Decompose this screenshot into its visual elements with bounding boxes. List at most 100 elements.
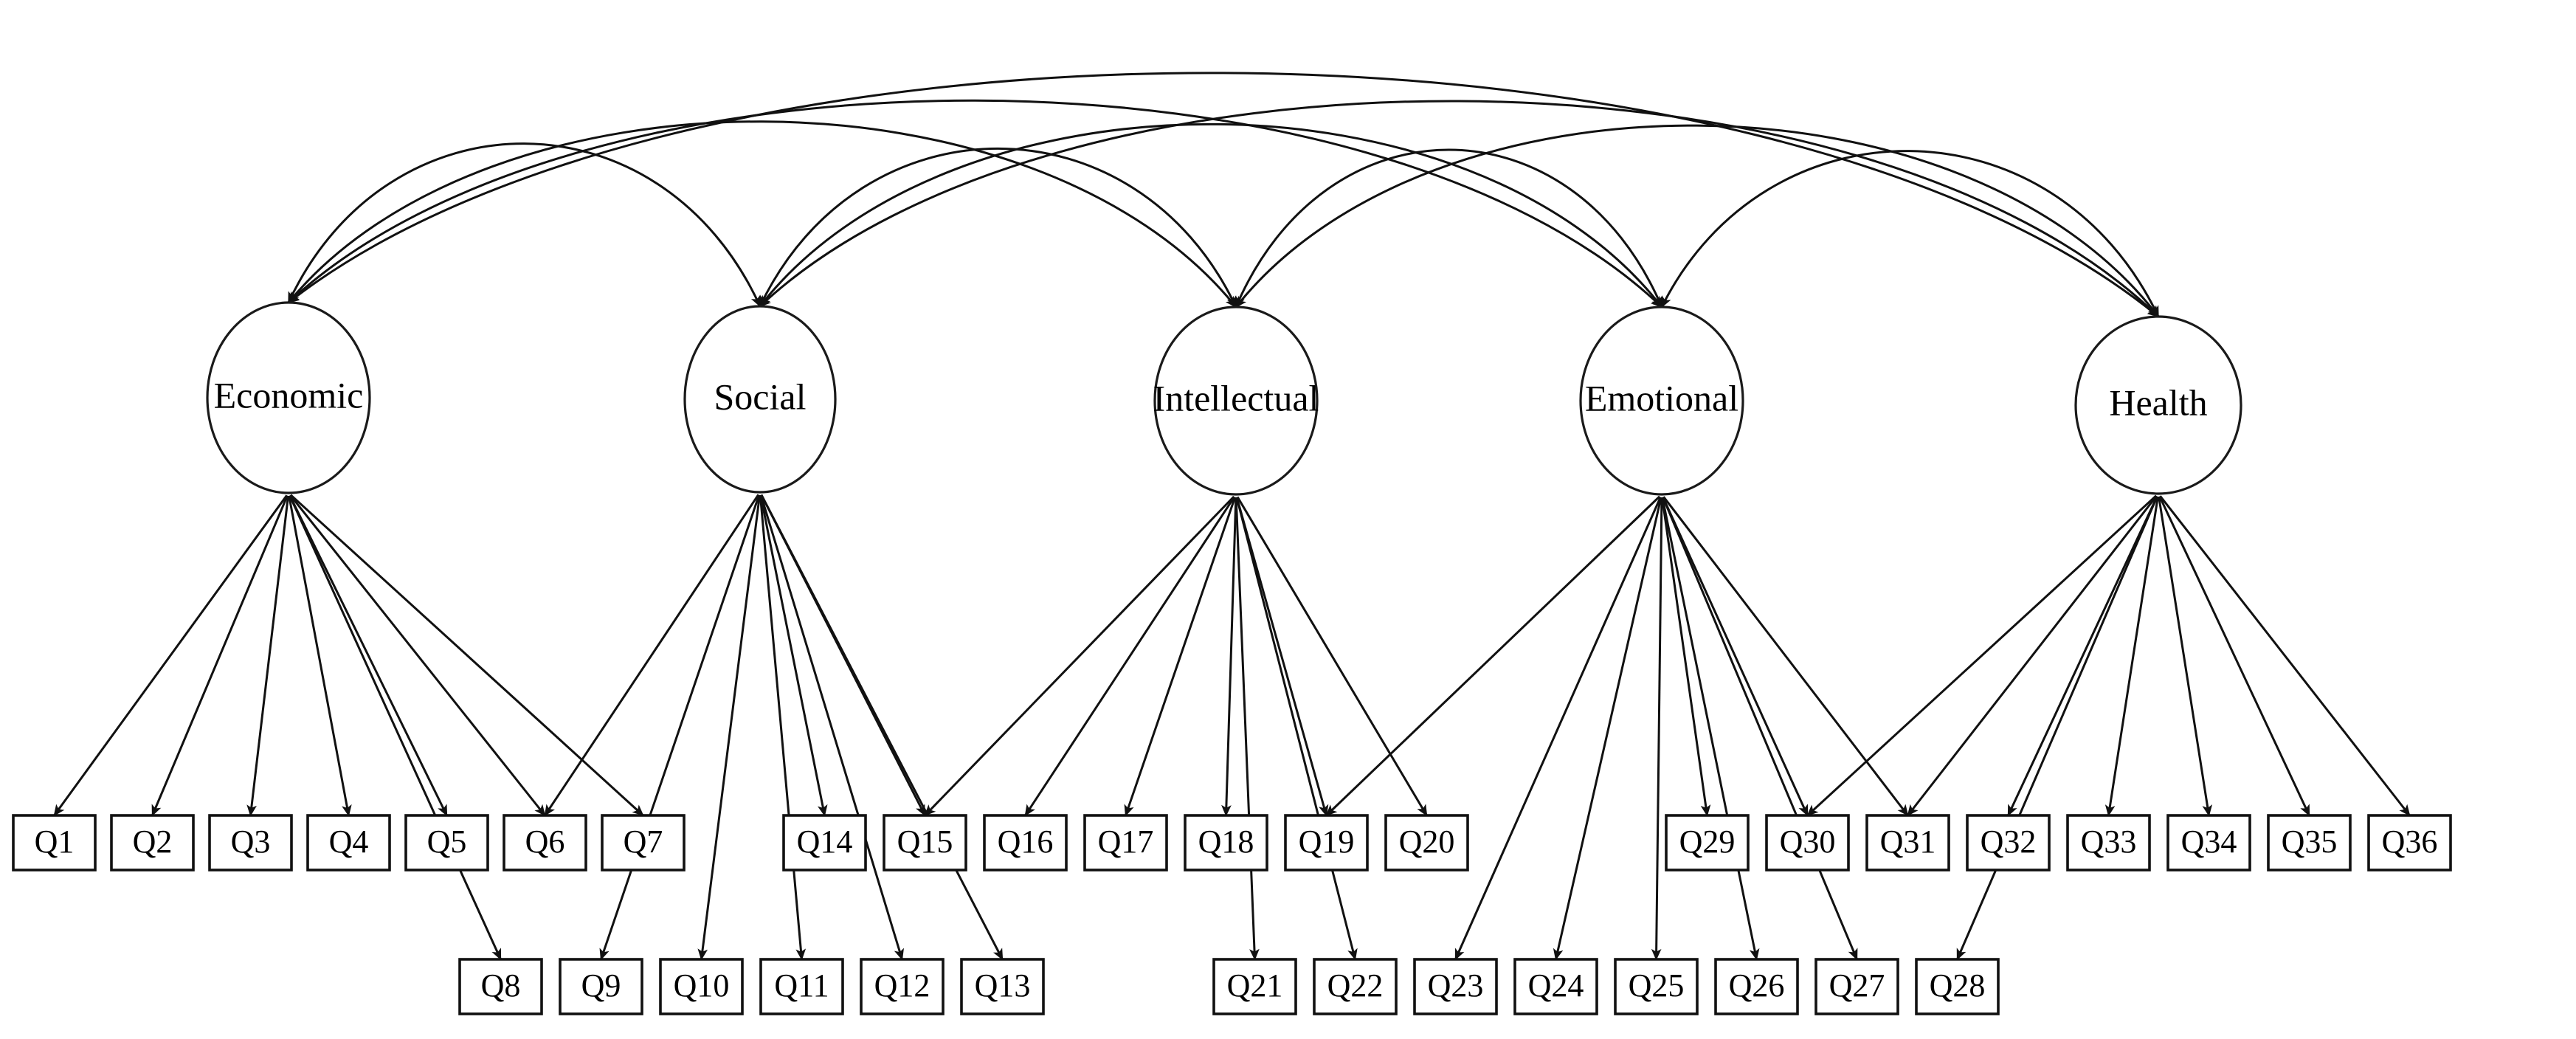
covariance-arc-economic-intellectual xyxy=(287,120,1237,308)
indicator-label-Q1: Q1 xyxy=(35,824,75,860)
indicator-label-Q25: Q25 xyxy=(1629,967,1685,1004)
indicator-box-Q18[interactable] xyxy=(1184,814,1268,871)
indicator-box-Q25[interactable] xyxy=(1614,958,1699,1015)
indicator-box-Q10[interactable] xyxy=(659,958,744,1015)
observed-indicator-Q8[interactable]: Q8 xyxy=(458,958,543,1015)
indicator-label-Q36: Q36 xyxy=(2382,824,2438,860)
indicator-box-Q9[interactable] xyxy=(559,958,643,1015)
loading-social-to-Q11 xyxy=(759,494,807,961)
indicator-box-Q24[interactable] xyxy=(1513,958,1598,1015)
factor-ellipse-emotional[interactable] xyxy=(1579,306,1744,496)
observed-indicator-Q2[interactable]: Q2 xyxy=(110,814,195,871)
indicator-label-Q15: Q15 xyxy=(897,824,953,860)
indicator-box-Q8[interactable] xyxy=(458,958,543,1015)
observed-indicator-Q7[interactable]: Q7 xyxy=(601,814,686,871)
indicator-box-Q1[interactable] xyxy=(12,814,97,871)
observed-indicator-Q15[interactable]: Q15 xyxy=(883,814,967,871)
indicator-box-Q17[interactable] xyxy=(1083,814,1168,871)
indicator-box-Q6[interactable] xyxy=(503,814,587,871)
indicator-label-Q19: Q19 xyxy=(1299,824,1355,860)
covariance-arc-economic-emotional xyxy=(287,99,1663,308)
indicator-box-Q4[interactable] xyxy=(306,814,391,871)
observed-indicator-Q17[interactable]: Q17 xyxy=(1083,814,1168,871)
indicator-box-Q20[interactable] xyxy=(1384,814,1469,871)
covariance-arc-emotional-health xyxy=(1660,150,2160,318)
indicator-box-Q36[interactable] xyxy=(2367,814,2452,871)
loading-intellectual-to-Q15 xyxy=(924,495,1235,817)
covariance-arc-intellectual-emotional xyxy=(1235,148,1663,308)
indicator-box-Q13[interactable] xyxy=(960,958,1045,1015)
observed-indicator-Q27[interactable]: Q27 xyxy=(1814,958,1899,1015)
observed-indicator-Q13[interactable]: Q13 xyxy=(960,958,1045,1015)
observed-indicator-Q30[interactable]: Q30 xyxy=(1765,814,1850,871)
indicator-box-Q35[interactable] xyxy=(2267,814,2352,871)
loading-economic-to-Q5 xyxy=(289,494,448,817)
observed-indicator-Q35[interactable]: Q35 xyxy=(2267,814,2352,871)
latent-factor-emotional[interactable]: Emotional xyxy=(1579,306,1744,496)
indicator-label-Q2: Q2 xyxy=(133,824,173,860)
indicator-box-Q12[interactable] xyxy=(860,958,945,1015)
observed-indicator-Q18[interactable]: Q18 xyxy=(1184,814,1268,871)
indicator-box-Q32[interactable] xyxy=(1966,814,2051,871)
latent-factor-intellectual[interactable]: Intellectual xyxy=(1153,306,1319,496)
indicator-box-Q33[interactable] xyxy=(2066,814,2151,871)
observed-indicator-Q23[interactable]: Q23 xyxy=(1413,958,1498,1015)
observed-indicator-Q11[interactable]: Q11 xyxy=(759,958,844,1015)
indicator-box-Q11[interactable] xyxy=(759,958,844,1015)
observed-indicator-Q19[interactable]: Q19 xyxy=(1284,814,1369,871)
observed-indicator-Q24[interactable]: Q24 xyxy=(1513,958,1598,1015)
latent-factor-economic[interactable]: Economic xyxy=(206,301,371,494)
indicator-box-Q34[interactable] xyxy=(2166,814,2251,871)
factor-ellipse-economic[interactable] xyxy=(206,301,371,494)
observed-indicator-Q32[interactable]: Q32 xyxy=(1966,814,2051,871)
factor-ellipse-health[interactable] xyxy=(2074,315,2242,495)
indicator-box-Q26[interactable] xyxy=(1714,958,1799,1015)
indicator-box-Q19[interactable] xyxy=(1284,814,1369,871)
observed-indicator-Q12[interactable]: Q12 xyxy=(860,958,945,1015)
observed-indicator-Q20[interactable]: Q20 xyxy=(1384,814,1469,871)
observed-indicator-Q28[interactable]: Q28 xyxy=(1915,958,2000,1015)
indicator-box-Q30[interactable] xyxy=(1765,814,1850,871)
observed-indicator-Q34[interactable]: Q34 xyxy=(2166,814,2251,871)
latent-factor-social[interactable]: Social xyxy=(683,305,837,494)
observed-indicator-Q6[interactable]: Q6 xyxy=(503,814,587,871)
indicator-label-Q26: Q26 xyxy=(1729,967,1785,1004)
indicator-box-Q16[interactable] xyxy=(983,814,1068,871)
loading-intellectual-to-Q22 xyxy=(1235,497,1358,961)
observed-indicator-Q25[interactable]: Q25 xyxy=(1614,958,1699,1015)
observed-indicator-Q29[interactable]: Q29 xyxy=(1665,814,1750,871)
indicator-box-Q15[interactable] xyxy=(883,814,967,871)
observed-indicator-Q21[interactable]: Q21 xyxy=(1212,958,1297,1015)
indicator-box-Q14[interactable] xyxy=(782,814,867,871)
observed-indicator-Q9[interactable]: Q9 xyxy=(559,958,643,1015)
observed-indicator-Q4[interactable]: Q4 xyxy=(306,814,391,871)
indicator-box-Q31[interactable] xyxy=(1865,814,1950,871)
observed-indicator-Q22[interactable]: Q22 xyxy=(1313,958,1398,1015)
observed-indicator-Q31[interactable]: Q31 xyxy=(1865,814,1950,871)
observed-indicator-Q3[interactable]: Q3 xyxy=(208,814,293,871)
observed-indicator-Q16[interactable]: Q16 xyxy=(983,814,1068,871)
loading-emotional-to-Q23 xyxy=(1454,497,1662,961)
observed-indicator-Q36[interactable]: Q36 xyxy=(2367,814,2452,871)
observed-indicator-Q10[interactable]: Q10 xyxy=(659,958,744,1015)
indicator-box-Q27[interactable] xyxy=(1814,958,1899,1015)
indicator-box-Q7[interactable] xyxy=(601,814,686,871)
indicator-box-Q29[interactable] xyxy=(1665,814,1750,871)
indicator-box-Q22[interactable] xyxy=(1313,958,1398,1015)
indicator-box-Q28[interactable] xyxy=(1915,958,2000,1015)
loading-economic-to-Q8 xyxy=(289,495,502,961)
observed-indicator-Q1[interactable]: Q1 xyxy=(12,814,97,871)
indicator-box-Q3[interactable] xyxy=(208,814,293,871)
observed-indicator-Q33[interactable]: Q33 xyxy=(2066,814,2151,871)
indicator-box-Q5[interactable] xyxy=(404,814,489,871)
indicator-box-Q21[interactable] xyxy=(1212,958,1297,1015)
observed-indicator-Q14[interactable]: Q14 xyxy=(782,814,867,871)
latent-factor-health[interactable]: Health xyxy=(2074,315,2242,495)
factor-ellipse-intellectual[interactable] xyxy=(1153,306,1319,496)
observed-indicator-Q5[interactable]: Q5 xyxy=(404,814,489,871)
factor-ellipse-social[interactable] xyxy=(683,305,837,494)
observed-indicator-Q26[interactable]: Q26 xyxy=(1714,958,1799,1015)
indicator-box-Q23[interactable] xyxy=(1413,958,1498,1015)
indicator-box-Q2[interactable] xyxy=(110,814,195,871)
